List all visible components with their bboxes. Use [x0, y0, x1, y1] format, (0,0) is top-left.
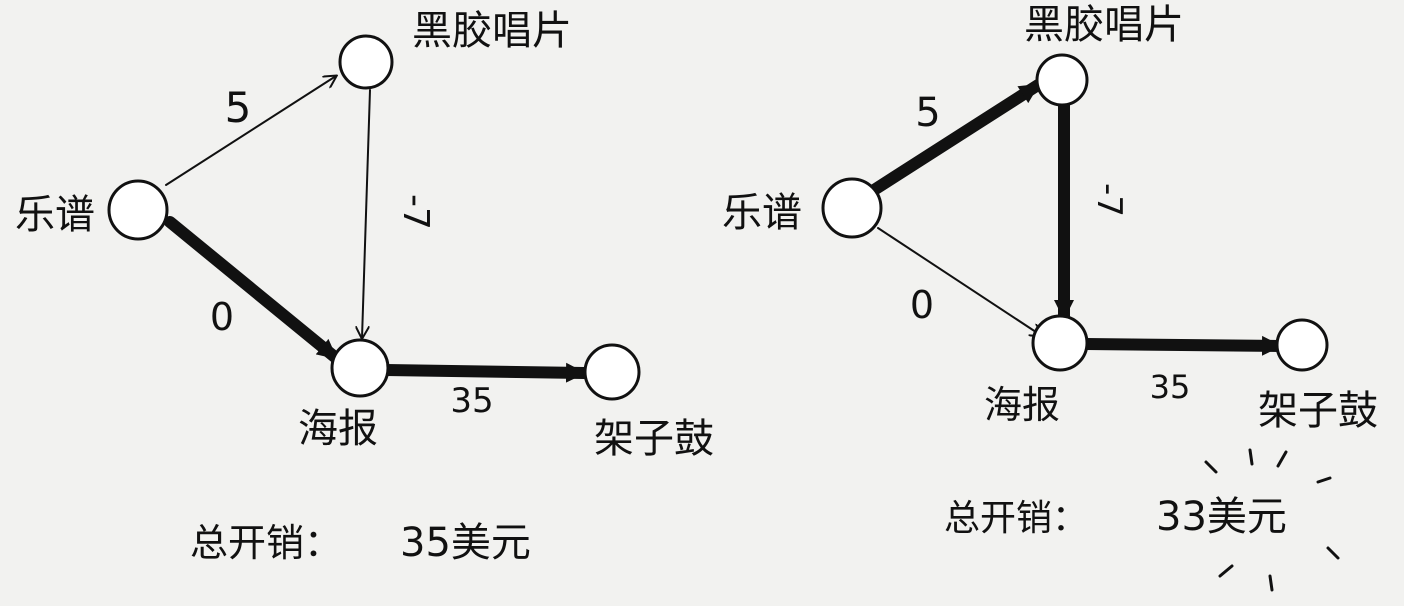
weight-sheet-music-poster: 0	[210, 295, 234, 339]
total-cost-label: 总开销：	[944, 498, 1088, 539]
label-poster: 海报	[984, 383, 1060, 427]
total-cost-value: 35美元	[400, 520, 531, 566]
edge-sheet-music-to-vinyl	[165, 76, 336, 186]
label-sheet-music: 乐谱	[722, 190, 802, 236]
edge-poster-to-drum	[380, 362, 590, 383]
label-vinyl: 黑胶唱片	[412, 8, 572, 54]
total-cost-label: 总开销：	[190, 521, 342, 565]
label-drum: 架子鼓	[1258, 388, 1378, 434]
node-drum	[1275, 318, 1329, 372]
node-sheet-music	[821, 177, 883, 239]
node-poster	[1031, 314, 1089, 372]
weight-poster-drum: 35	[1150, 368, 1191, 406]
emphasis-rays	[1204, 448, 1340, 592]
weight-vinyl-poster: -7	[395, 194, 436, 230]
label-poster: 海报	[298, 406, 378, 452]
edge-sheet-music-to-vinyl	[868, 79, 1044, 196]
node-vinyl	[1035, 53, 1089, 107]
diagram-left: 乐谱 黑胶唱片 海报 架子鼓 5 0 -7 35 总开销： 35美元	[15, 8, 714, 566]
edge-sheet-music-to-poster	[164, 216, 342, 364]
node-vinyl	[338, 34, 394, 90]
edge-vinyl-to-poster	[362, 89, 371, 338]
weight-vinyl-poster: -7	[1089, 183, 1129, 217]
node-poster	[330, 338, 390, 398]
weight-sheet-music-poster: 0	[910, 283, 934, 327]
weight-poster-drum: 35	[450, 381, 493, 421]
node-drum	[583, 343, 641, 401]
edge-sheet-music-to-poster	[877, 227, 1042, 336]
label-sheet-music: 乐谱	[15, 192, 95, 238]
total-cost-value: 33美元	[1156, 494, 1287, 540]
edge-poster-to-drum	[1080, 335, 1286, 356]
label-vinyl: 黑胶唱片	[1024, 2, 1184, 48]
node-sheet-music	[107, 179, 169, 241]
diagram-right: 乐谱 黑胶唱片 海报 架子鼓 5 0 -7 35 总开销： 33美元	[722, 2, 1378, 592]
weight-sheet-music-vinyl: 5	[915, 90, 940, 136]
weight-sheet-music-vinyl: 5	[225, 83, 252, 132]
label-drum: 架子鼓	[594, 416, 714, 462]
